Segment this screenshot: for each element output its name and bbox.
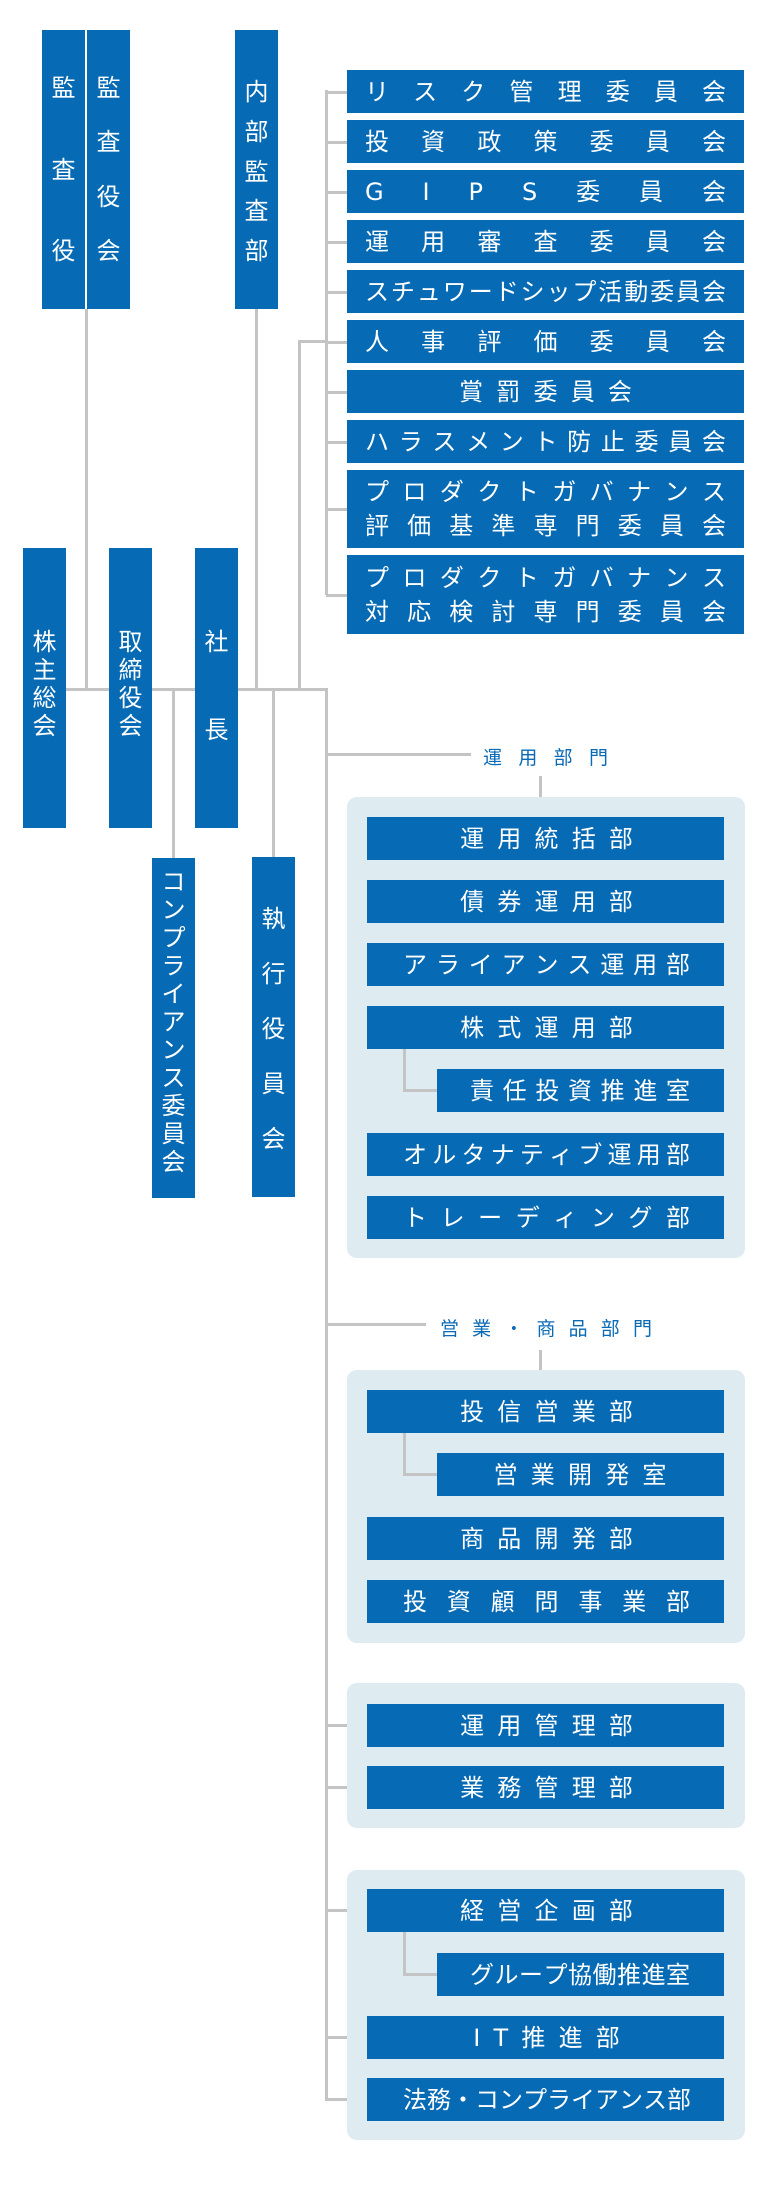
connector-line (326, 341, 348, 344)
department-box: IT推進部 (367, 2016, 724, 2059)
section-box: 営業開発室 (437, 1453, 724, 1496)
investment-division-label: 運用部門 (483, 747, 608, 769)
connector-line (298, 340, 328, 343)
connector-line (403, 1473, 438, 1476)
committee-box: 投資政策委員会 (347, 120, 744, 163)
president-box: 社長 (195, 548, 238, 828)
department-box: 業務管理部 (367, 1766, 724, 1809)
committee-box: スチュワードシップ活動委員会 (347, 270, 744, 313)
department-box: 投資顧問事業部 (367, 1580, 724, 1623)
connector-line (326, 291, 348, 294)
connector-line (326, 441, 348, 444)
department-box: 法務・コンプライアンス部 (367, 2078, 724, 2121)
department-box: 株式運用部 (367, 1006, 724, 1049)
committee-box: 運用審査委員会 (347, 220, 744, 263)
committee-box: リスク管理委員会 (347, 70, 744, 113)
auditor-box: 監査役 (42, 30, 85, 309)
connector-line (403, 1932, 406, 1975)
committee-name-line: 対応検討専門委員会 (365, 597, 726, 626)
board-of-directors-box: 取締役会 (109, 548, 152, 828)
section-box: 責任投資推進室 (437, 1069, 724, 1112)
department-box: トレーディング部 (367, 1196, 724, 1239)
connector-line (325, 689, 328, 2101)
sales-division-label: 営業・商品部門 (440, 1318, 652, 1340)
connector-line (85, 309, 88, 690)
connector-line (326, 753, 471, 756)
department-box: 運用管理部 (367, 1704, 724, 1747)
committee-box: ハラスメント防止委員会 (347, 420, 744, 463)
committee-box: プロダクトガバナンス対応検討専門委員会 (347, 555, 744, 634)
connector-line (272, 689, 275, 859)
compliance-committee-box: コンプライアンス委員会 (152, 858, 195, 1198)
committee-box: プロダクトガバナンス評価基準専門委員会 (347, 470, 744, 548)
audit-board-box: 監査役会 (87, 30, 130, 309)
connector-line (539, 1350, 542, 1371)
executive-committee-box: 執行役員会 (252, 857, 295, 1197)
department-box: 商品開発部 (367, 1517, 724, 1560)
internal-audit-box: 内部監査部 (235, 30, 278, 309)
shareholders-meeting-box: 株主総会 (23, 548, 66, 828)
section-box: グループ協働推進室 (437, 1953, 724, 1996)
committee-box: 賞罰委員会 (347, 370, 744, 413)
connector-line (403, 1973, 438, 1976)
connector-line (326, 508, 348, 511)
connector-line (326, 141, 348, 144)
connector-line (326, 91, 348, 94)
department-box: 運用統括部 (367, 817, 724, 860)
connector-line (403, 1089, 438, 1092)
department-box: 債券運用部 (367, 880, 724, 923)
committee-name-line: プロダクトガバナンス (365, 563, 726, 592)
department-box: 経営企画部 (367, 1889, 724, 1932)
connector-line (539, 776, 542, 798)
committee-box: 人事評価委員会 (347, 320, 744, 363)
department-box: オルタナティブ運用部 (367, 1133, 724, 1176)
connector-line (403, 1433, 406, 1475)
committee-name-line: プロダクトガバナンス (365, 478, 726, 506)
committee-name-line: 評価基準専門委員会 (365, 512, 726, 540)
connector-line (326, 594, 348, 597)
department-box: アライアンス運用部 (367, 943, 724, 986)
connector-line (326, 391, 348, 394)
connector-line (403, 1049, 406, 1091)
connector-line (326, 191, 348, 194)
connector-line (172, 689, 175, 859)
connector-line (255, 309, 258, 690)
connector-line (298, 340, 301, 690)
connector-line (326, 1323, 426, 1326)
department-box: 投信営業部 (367, 1390, 724, 1433)
connector-line (326, 241, 348, 244)
